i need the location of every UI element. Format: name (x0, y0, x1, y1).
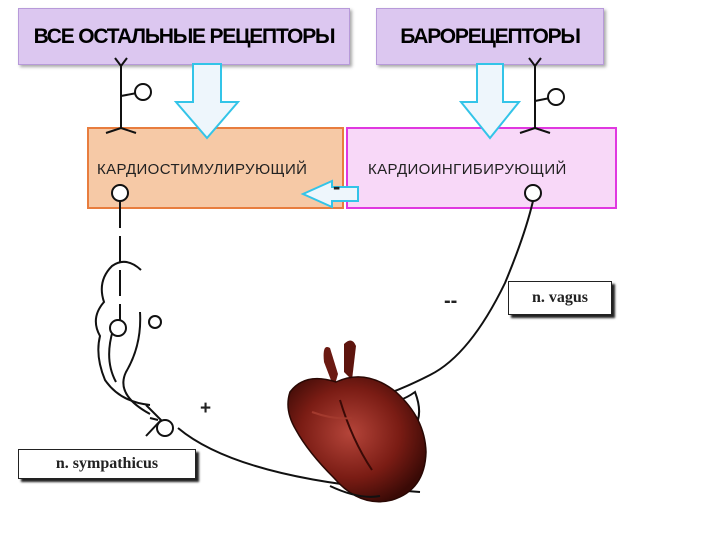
anatomical-heart-icon (287, 340, 427, 503)
receptor-arrow-right (458, 63, 522, 140)
sympathetic-effect-sign: + (200, 398, 212, 419)
vagus-nerve-label-box: n. vagus (508, 281, 612, 315)
baroreceptors-box: БАРОРЕЦЕПТОРЫ (376, 8, 604, 65)
left-receptor-neuron (105, 57, 152, 134)
sympathetic-neuron-bodies (109, 315, 174, 437)
inhibition-sign: - (333, 174, 341, 199)
cardiostimulating-label: КАРДИОСТИМУЛИРУЮЩИЙ (97, 161, 308, 178)
vagus-nerve-label: n. vagus (531, 289, 589, 306)
vagus-effect-sign: -- (444, 290, 458, 312)
baroreceptors-label: БАРОРЕЦЕПТОРЫ (400, 24, 581, 48)
receptors-other-label: ВСЕ ОСТАЛЬНЫЕ РЕЦЕПТОРЫ (33, 24, 336, 48)
cardioinhibiting-center-box: КАРДИОИНГИБИРУЮЩИЙ (346, 127, 617, 209)
receptor-arrow-left (173, 63, 241, 140)
sympathetic-pathway-end (329, 485, 381, 498)
cardioinhibiting-label: КАРДИОИНГИБИРУЮЩИЙ (368, 161, 567, 178)
inhibition-arrow (300, 179, 359, 209)
sympathicus-nerve-label: n. sympathicus (55, 455, 159, 472)
right-receptor-neuron (519, 57, 565, 134)
sympathicus-nerve-label-box: n. sympathicus (18, 449, 196, 479)
cardiostimulating-center-box: КАРДИОСТИМУЛИРУЮЩИЙ (87, 127, 344, 209)
receptors-other-box: ВСЕ ОСТАЛЬНЫЕ РЕЦЕПТОРЫ (18, 8, 350, 65)
